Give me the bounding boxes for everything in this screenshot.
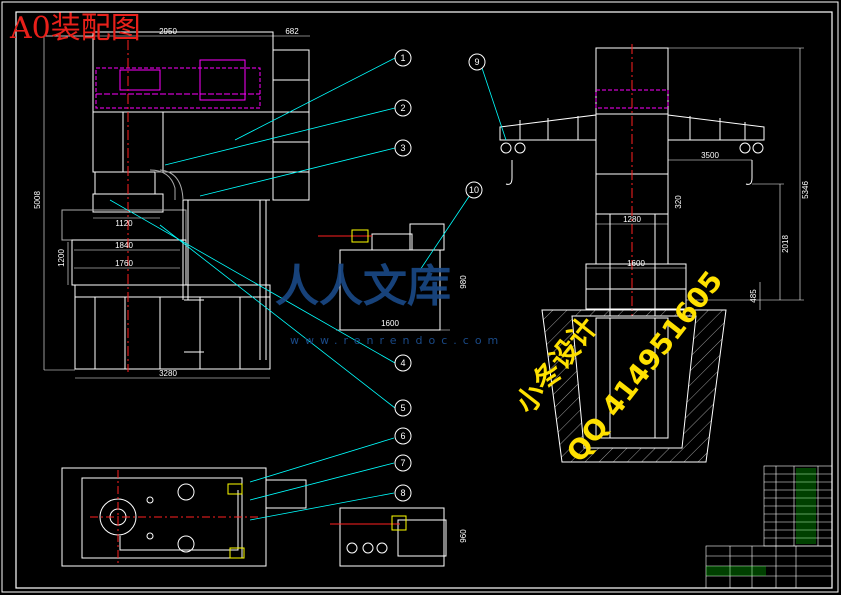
dim-3500: 3500 — [701, 151, 719, 160]
parts-list — [763, 465, 833, 547]
balloon-1: 1 — [400, 53, 405, 63]
balloon-3: 3 — [400, 143, 405, 153]
dim-485: 485 — [749, 289, 758, 303]
dim-320: 320 — [674, 195, 683, 209]
front-view — [61, 31, 310, 372]
side-view-dim-text: 3500 5346 320 1280 2018 1600 485 — [623, 151, 810, 303]
dim-5008: 5008 — [33, 191, 42, 209]
balloon-8: 8 — [400, 488, 405, 498]
front-view-dimensions — [43, 35, 310, 379]
foundation-pit — [541, 309, 727, 463]
dim-1120: 1120 — [115, 219, 133, 228]
dim-1600-side: 1600 — [627, 259, 645, 268]
watermark-text: 人人文库 — [275, 261, 451, 312]
drawing-title: A0装配图 — [10, 11, 141, 46]
plan-view — [61, 467, 307, 567]
dim-5346: 5346 — [801, 181, 810, 199]
watermark-url: www.renrendoc.com — [290, 334, 505, 347]
dim-1840: 1840 — [115, 241, 133, 250]
dim-1280: 1280 — [623, 215, 641, 224]
title-block — [705, 545, 833, 589]
pump-dim-text: 980 1600 — [381, 275, 468, 328]
balloon-circles — [394, 49, 486, 502]
front-view-dim-text: 2950 682 5008 1120 1840 1760 1200 3280 — [33, 27, 299, 378]
balloon-2: 2 — [400, 103, 405, 113]
dim-980: 980 — [459, 275, 468, 289]
balloon-5: 5 — [400, 403, 405, 413]
small-pump-view — [330, 507, 447, 567]
dim-1760: 1760 — [115, 259, 133, 268]
dim-1200: 1200 — [57, 249, 66, 267]
leader-lines — [109, 57, 507, 521]
balloon-labels: 1 2 3 4 5 6 7 8 9 10 — [400, 53, 479, 498]
side-view-dimensions — [586, 47, 804, 310]
balloon-10: 10 — [469, 185, 479, 195]
balloon-4: 4 — [400, 358, 405, 368]
inner-frame — [15, 11, 833, 589]
balloon-7: 7 — [400, 458, 405, 468]
pump-view — [318, 223, 450, 331]
dim-1600-pump: 1600 — [381, 319, 399, 328]
dim-2950: 2950 — [159, 27, 177, 36]
dim-960: 960 — [459, 529, 468, 543]
dim-682: 682 — [285, 27, 299, 36]
balloon-9: 9 — [474, 57, 479, 67]
dim-2018: 2018 — [781, 235, 790, 253]
dim-3280: 3280 — [159, 369, 177, 378]
balloon-6: 6 — [400, 431, 405, 441]
